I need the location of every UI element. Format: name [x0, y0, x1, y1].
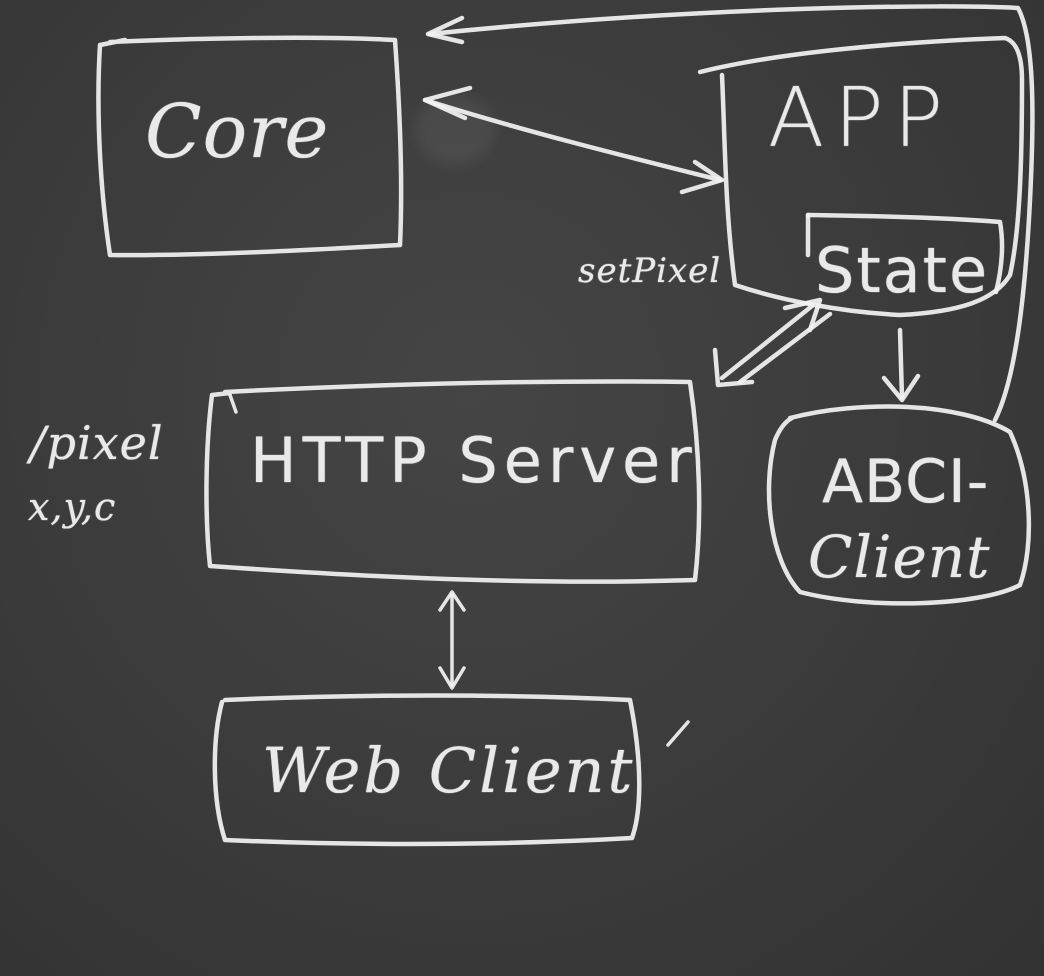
chalk-smudge — [415, 95, 495, 165]
core-app-arrow — [422, 97, 723, 183]
abci-client-label-line2: Client — [808, 523, 991, 591]
set-pixel-label: setPixel — [578, 251, 722, 291]
chalk-tick — [666, 720, 690, 747]
core-app-arrowhead-right — [679, 159, 725, 195]
core-app-arrowhead-left — [422, 85, 473, 121]
abci-client-box — [766, 404, 1032, 606]
http-state-arrow-2 — [737, 311, 833, 385]
http-server-box — [204, 379, 702, 584]
http-state-arrowhead-top — [782, 297, 823, 333]
web-client-box — [212, 693, 642, 847]
pixel-params-label: x,y,c — [28, 485, 117, 529]
state-label: State — [815, 234, 990, 307]
state-abci-arrow — [897, 327, 905, 401]
http-state-arrow — [719, 303, 815, 381]
http-web-arrowhead-top — [438, 590, 466, 612]
abci-core-loop-arrowhead — [425, 15, 465, 45]
http-web-arrowhead-bottom — [438, 666, 466, 690]
core-box — [96, 35, 404, 258]
abci-client-label-line1: ABCI- — [822, 447, 990, 517]
state-box — [805, 212, 1005, 295]
web-client-label: Web Client — [262, 734, 636, 807]
pixel-route-label: /pixel — [30, 416, 164, 470]
http-server-label: HTTP Server — [250, 424, 698, 497]
core-label: Core — [145, 89, 330, 175]
chalk-tick-2 — [228, 393, 238, 414]
state-abci-arrowhead — [881, 373, 921, 403]
app-box — [697, 35, 1025, 318]
app-label: APP — [768, 71, 953, 166]
abci-core-loop — [427, 4, 1035, 423]
http-state-arrowhead-bottom — [712, 347, 755, 388]
